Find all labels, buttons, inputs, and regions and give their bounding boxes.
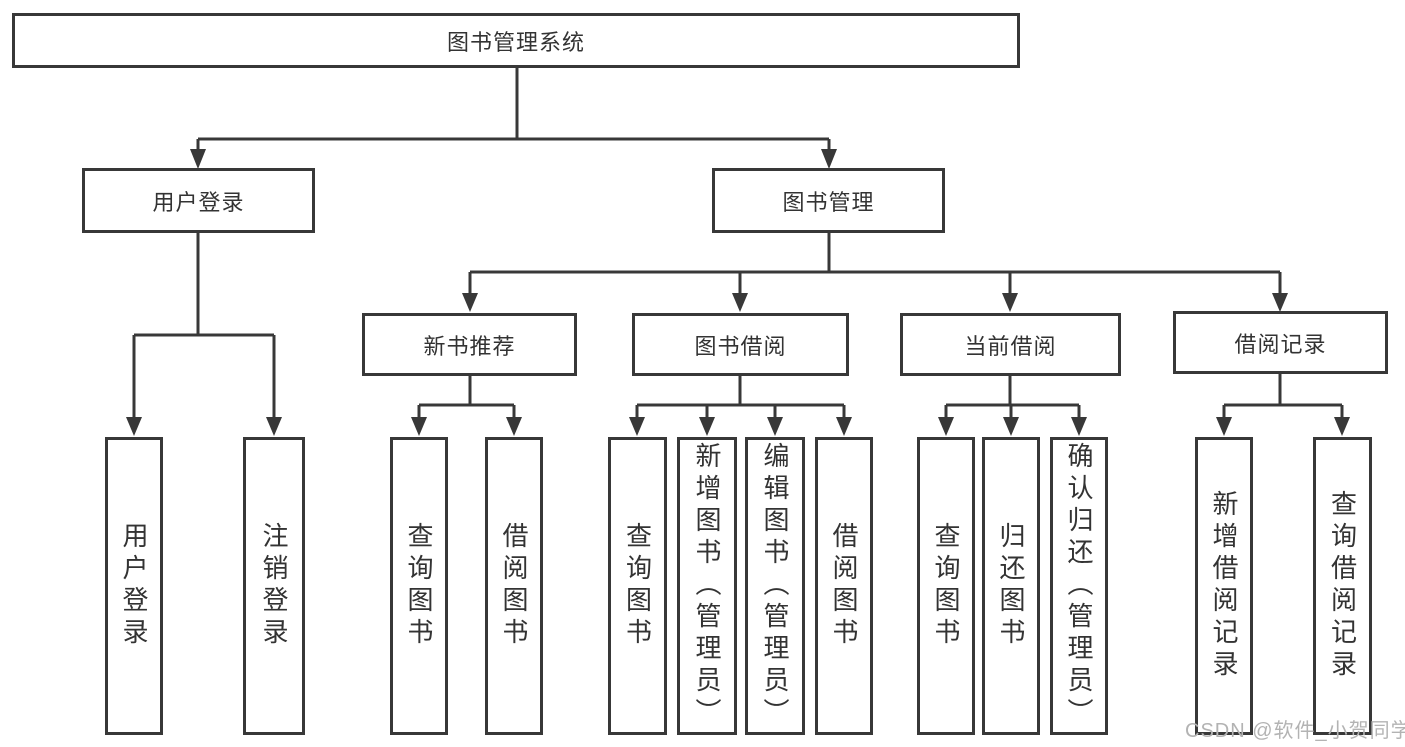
connector-root-to-level2: [196, 68, 831, 152]
leaf-add-borrow-record: 新增借阅记录: [1195, 437, 1253, 735]
arrowheads-user-login-children: [126, 417, 282, 436]
leaf-query-borrow-record: 查询借阅记录: [1313, 437, 1372, 735]
leaf-label: 借阅图书: [829, 522, 859, 650]
node-label: 图书借阅: [694, 333, 787, 359]
leaf-label: 借阅图书: [499, 522, 529, 650]
connector-borrow-records-children: [1222, 374, 1344, 420]
leaf-label: 注销登录: [259, 522, 289, 650]
node-user-login: 用户登录: [82, 168, 315, 233]
node-book-borrow: 图书借阅: [632, 313, 849, 376]
leaf-label: 查询借阅记录: [1327, 490, 1358, 682]
node-book-management: 图书管理: [712, 168, 945, 233]
leaf-label: 新增图书（管理员）: [692, 442, 722, 730]
leaf-query-books-recommend: 查询图书: [390, 437, 448, 735]
node-borrow-records: 借阅记录: [1173, 311, 1388, 374]
arrowheads-level3: [462, 293, 1288, 312]
leaf-logout: 注销登录: [243, 437, 305, 735]
leaf-add-books-admin: 新增图书（管理员）: [677, 437, 737, 735]
leaf-label: 归还图书: [996, 522, 1026, 650]
arrowheads-level4: [411, 417, 1350, 436]
leaf-user-login: 用户登录: [105, 437, 163, 735]
arrowheads-level2: [190, 149, 837, 169]
leaf-label: 查询图书: [622, 522, 653, 650]
connector-current-borrow-children: [944, 376, 1081, 420]
leaf-label: 查询图书: [931, 522, 961, 650]
node-label: 新书推荐: [423, 333, 516, 359]
connector-book-management-children: [468, 233, 1282, 296]
leaf-label: 编辑图书（管理员）: [760, 442, 790, 730]
node-label: 图书管理系统: [446, 29, 585, 55]
node-label: 图书管理: [782, 189, 875, 215]
node-label: 当前借阅: [964, 333, 1057, 359]
csdn-watermark: CSDN @软件_小贺同学: [1185, 720, 1405, 742]
leaf-borrow-books-recommend: 借阅图书: [485, 437, 543, 735]
node-current-borrow: 当前借阅: [900, 313, 1121, 376]
connector-book-borrow-children: [635, 376, 846, 420]
leaf-query-books-borrow: 查询图书: [608, 437, 667, 735]
leaf-confirm-return-admin: 确认归还（管理员）: [1050, 437, 1108, 735]
connector-user-login-children: [132, 233, 276, 420]
leaf-query-books-current: 查询图书: [917, 437, 975, 735]
node-label: 用户登录: [152, 189, 245, 215]
leaf-return-books: 归还图书: [982, 437, 1040, 735]
leaf-label: 用户登录: [119, 522, 149, 650]
node-root-library-management-system: 图书管理系统: [12, 13, 1020, 68]
leaf-edit-books-admin: 编辑图书（管理员）: [745, 437, 805, 735]
node-label: 借阅记录: [1234, 331, 1327, 357]
leaf-label: 新增借阅记录: [1209, 490, 1239, 682]
connector-new-book-recommend-children: [417, 376, 516, 420]
leaf-label: 确认归还（管理员）: [1064, 442, 1094, 730]
node-new-book-recommend: 新书推荐: [362, 313, 577, 376]
leaf-label: 查询图书: [404, 522, 434, 650]
leaf-borrow-books: 借阅图书: [815, 437, 873, 735]
